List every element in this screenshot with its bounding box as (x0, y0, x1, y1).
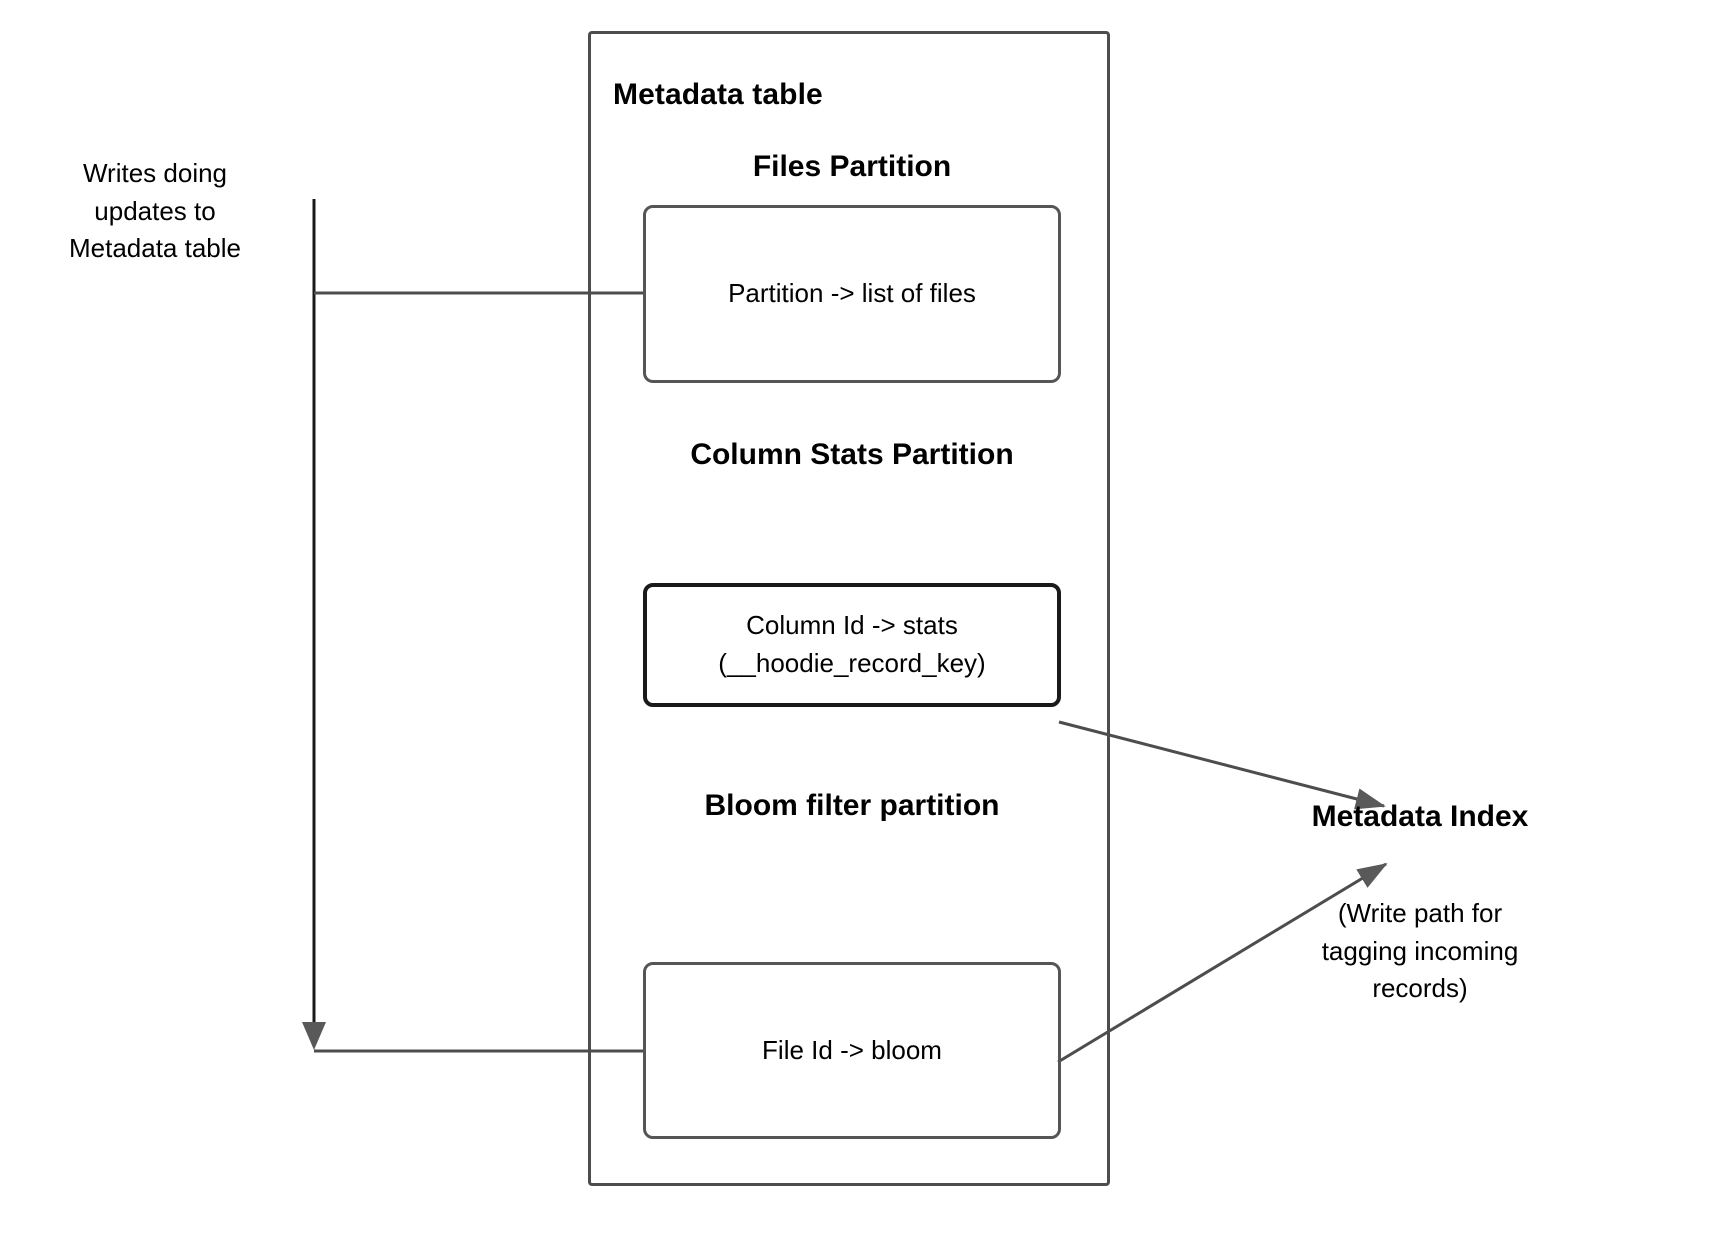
bloom-filter-partition-box: File Id -> bloom (643, 962, 1061, 1139)
bloom-filter-partition-box-text: File Id -> bloom (762, 1034, 942, 1065)
files-partition-heading: Files Partition (752, 150, 952, 183)
column-stats-partition-box: Column Id -> stats (__hoodie_record_key) (643, 583, 1061, 707)
metadata-index-caption: (Write path for tagging incoming records… (1321, 898, 1519, 1004)
metadata-table-title: Metadata table (613, 78, 823, 111)
column-stats-partition-box-text: Column Id -> stats (__hoodie_record_key) (718, 610, 986, 678)
bloom-filter-partition-heading: Bloom filter partition (704, 789, 1000, 822)
files-partition-box: Partition -> list of files (643, 205, 1061, 383)
column-stats-partition-heading: Column Stats Partition (690, 438, 1014, 471)
metadata-table-container (588, 31, 1110, 1186)
metadata-index-title: Metadata Index (1311, 800, 1529, 833)
files-partition-box-text: Partition -> list of files (728, 278, 976, 309)
writes-annotation-label: Writes doing updates to Metadata table (68, 158, 241, 264)
